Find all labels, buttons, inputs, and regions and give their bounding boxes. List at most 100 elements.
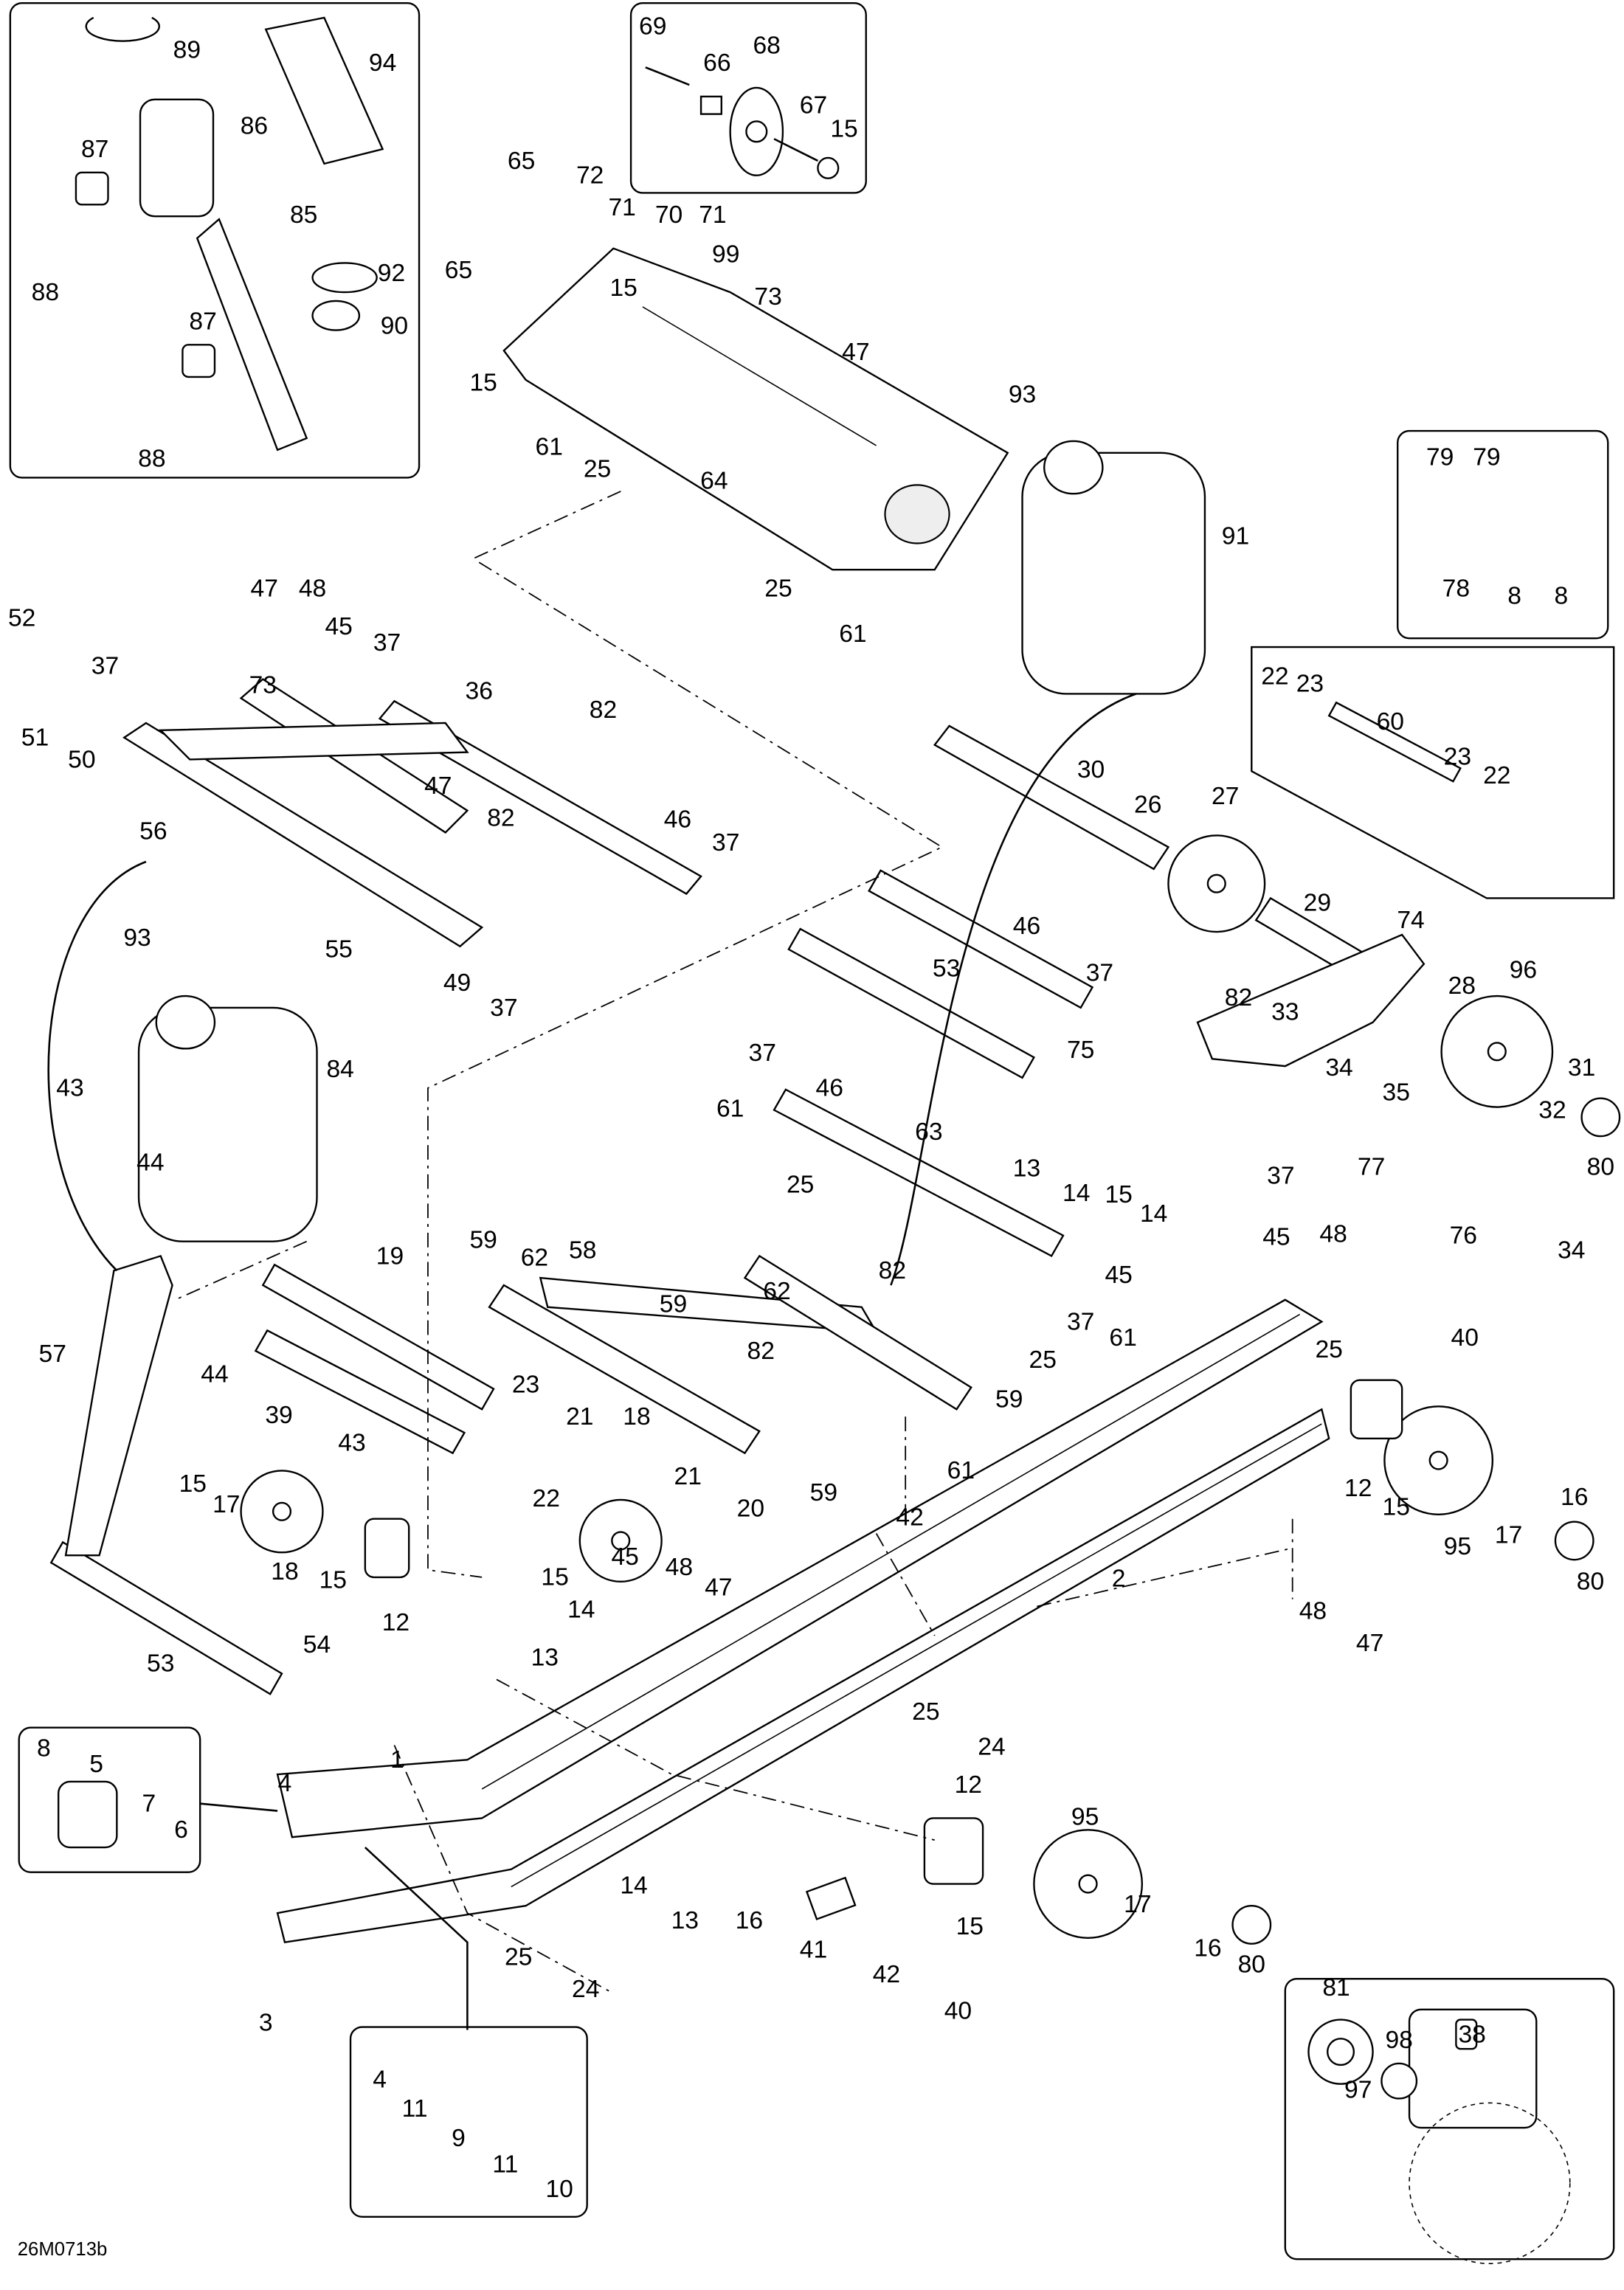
callout-label: 37 [1067, 1308, 1094, 1335]
callout-label: 59 [810, 1479, 837, 1507]
idler-wheel-68 [645, 66, 840, 179]
bearing-detail-box [1284, 1978, 1615, 2260]
callout-label: 86 [241, 112, 268, 139]
callout-label: 12 [1344, 1475, 1372, 1502]
callout-label: 87 [189, 308, 216, 336]
callout-label: 15 [319, 1567, 347, 1594]
callout-label: 61 [716, 1095, 744, 1122]
callout-label: 19 [376, 1242, 404, 1270]
callout-label: 98 [1385, 2027, 1412, 2054]
callout-label: 11 [492, 2151, 518, 2178]
callout-label: 97 [1344, 2076, 1372, 2103]
callout-label: 47 [842, 339, 869, 366]
callout-label: 34 [1325, 1054, 1352, 1082]
callout-label: 85 [290, 201, 317, 229]
callout-label: 38 [1458, 2021, 1485, 2048]
callout-label: 59 [995, 1386, 1023, 1413]
callout-label: 56 [139, 817, 167, 845]
callout-label: 95 [1071, 1803, 1099, 1830]
callout-label: 47 [251, 575, 278, 603]
callout-label: 25 [912, 1698, 939, 1726]
callout-label: 53 [933, 955, 960, 982]
tubes [49, 701, 1462, 1695]
callout-label: 14 [567, 1596, 595, 1623]
front-stopper-detail-box [18, 1726, 201, 1873]
callout-label: 25 [787, 1171, 814, 1198]
assembly-leaders [47, 488, 1293, 2030]
callout-label: 29 [1304, 889, 1331, 916]
callout-label: 87 [81, 136, 108, 163]
callout-label: 15 [179, 1470, 207, 1498]
callout-label: 89 [173, 36, 201, 63]
shock-detail-box [9, 1, 421, 479]
callout-label: 48 [1299, 1597, 1327, 1625]
callout-label: 15 [830, 115, 857, 142]
drawing-code: 26M0713b [18, 2239, 108, 2260]
idler-arm-74 [1196, 933, 1426, 1068]
callout-label: 15 [956, 1913, 984, 1940]
callout-label: 14 [620, 1872, 647, 1899]
callout-label: 70 [655, 201, 683, 229]
callout-label: 82 [747, 1338, 775, 1365]
callout-label: 24 [572, 1976, 599, 2003]
callout-label: 25 [764, 575, 792, 603]
callout-label: 46 [1013, 913, 1040, 940]
callout-label: 13 [531, 1644, 559, 1672]
callout-label: 18 [271, 1558, 298, 1585]
callout-label: 15 [1105, 1181, 1132, 1208]
callout-label: 37 [749, 1040, 776, 1067]
callout-label: 6 [174, 1816, 188, 1844]
callout-label: 82 [879, 1257, 906, 1284]
callout-label: 65 [508, 148, 535, 175]
callout-label: 62 [763, 1278, 790, 1305]
callout-label: 46 [816, 1075, 843, 1102]
callout-label: 57 [39, 1341, 66, 1368]
callout-label: 77 [1358, 1154, 1385, 1181]
callout-label: 65 [445, 257, 472, 284]
callout-label: 68 [753, 32, 780, 59]
callout-label: 40 [944, 1998, 972, 2025]
callout-label: 61 [1109, 1324, 1136, 1352]
callout-label: 36 [466, 677, 493, 705]
callout-label: 43 [338, 1430, 365, 1457]
callout-label: 66 [703, 49, 730, 77]
callout-label: 95 [1444, 1533, 1471, 1560]
shock-absorber-exploded [75, 16, 384, 452]
front-shock-spring-84 [137, 994, 318, 1242]
callout-label: 81 [1322, 1974, 1350, 2002]
callout-label: 82 [590, 696, 617, 724]
callout-label: 24 [978, 1733, 1005, 1760]
callout-label: 71 [699, 201, 726, 229]
callout-label: 20 [737, 1495, 764, 1523]
callout-label: 37 [712, 829, 739, 857]
callout-label: 42 [873, 1961, 900, 1988]
axle-detail-box [1251, 646, 1615, 899]
callout-label: 61 [839, 620, 866, 648]
callout-label: 16 [1194, 1934, 1221, 1962]
callout-label: 69 [639, 13, 666, 41]
callout-label: 55 [325, 936, 352, 964]
callout-label: 47 [1356, 1630, 1383, 1657]
callout-label: 2 [1112, 1566, 1126, 1593]
callout-label: 42 [896, 1504, 923, 1532]
callout-label: 22 [1483, 762, 1510, 789]
callout-label: 17 [1495, 1521, 1522, 1549]
callout-label: 14 [1140, 1200, 1167, 1228]
callout-label: 62 [521, 1244, 548, 1271]
callout-label: 46 [664, 806, 691, 833]
callout-label: 45 [611, 1543, 638, 1571]
callout-label: 18 [623, 1403, 650, 1431]
callout-label: 88 [32, 279, 59, 306]
callout-label: 23 [512, 1371, 539, 1398]
callout-label: 23 [1444, 743, 1471, 770]
callout-label: 88 [138, 446, 165, 473]
middle-arm-58 [488, 1254, 972, 1455]
callout-label: 59 [660, 1291, 687, 1318]
callout-label: 25 [505, 1943, 532, 1971]
callout-label: 75 [1067, 1037, 1094, 1064]
callout-label: 34 [1558, 1236, 1585, 1264]
callout-label: 73 [249, 671, 277, 699]
callout-label: 82 [1225, 984, 1252, 1011]
